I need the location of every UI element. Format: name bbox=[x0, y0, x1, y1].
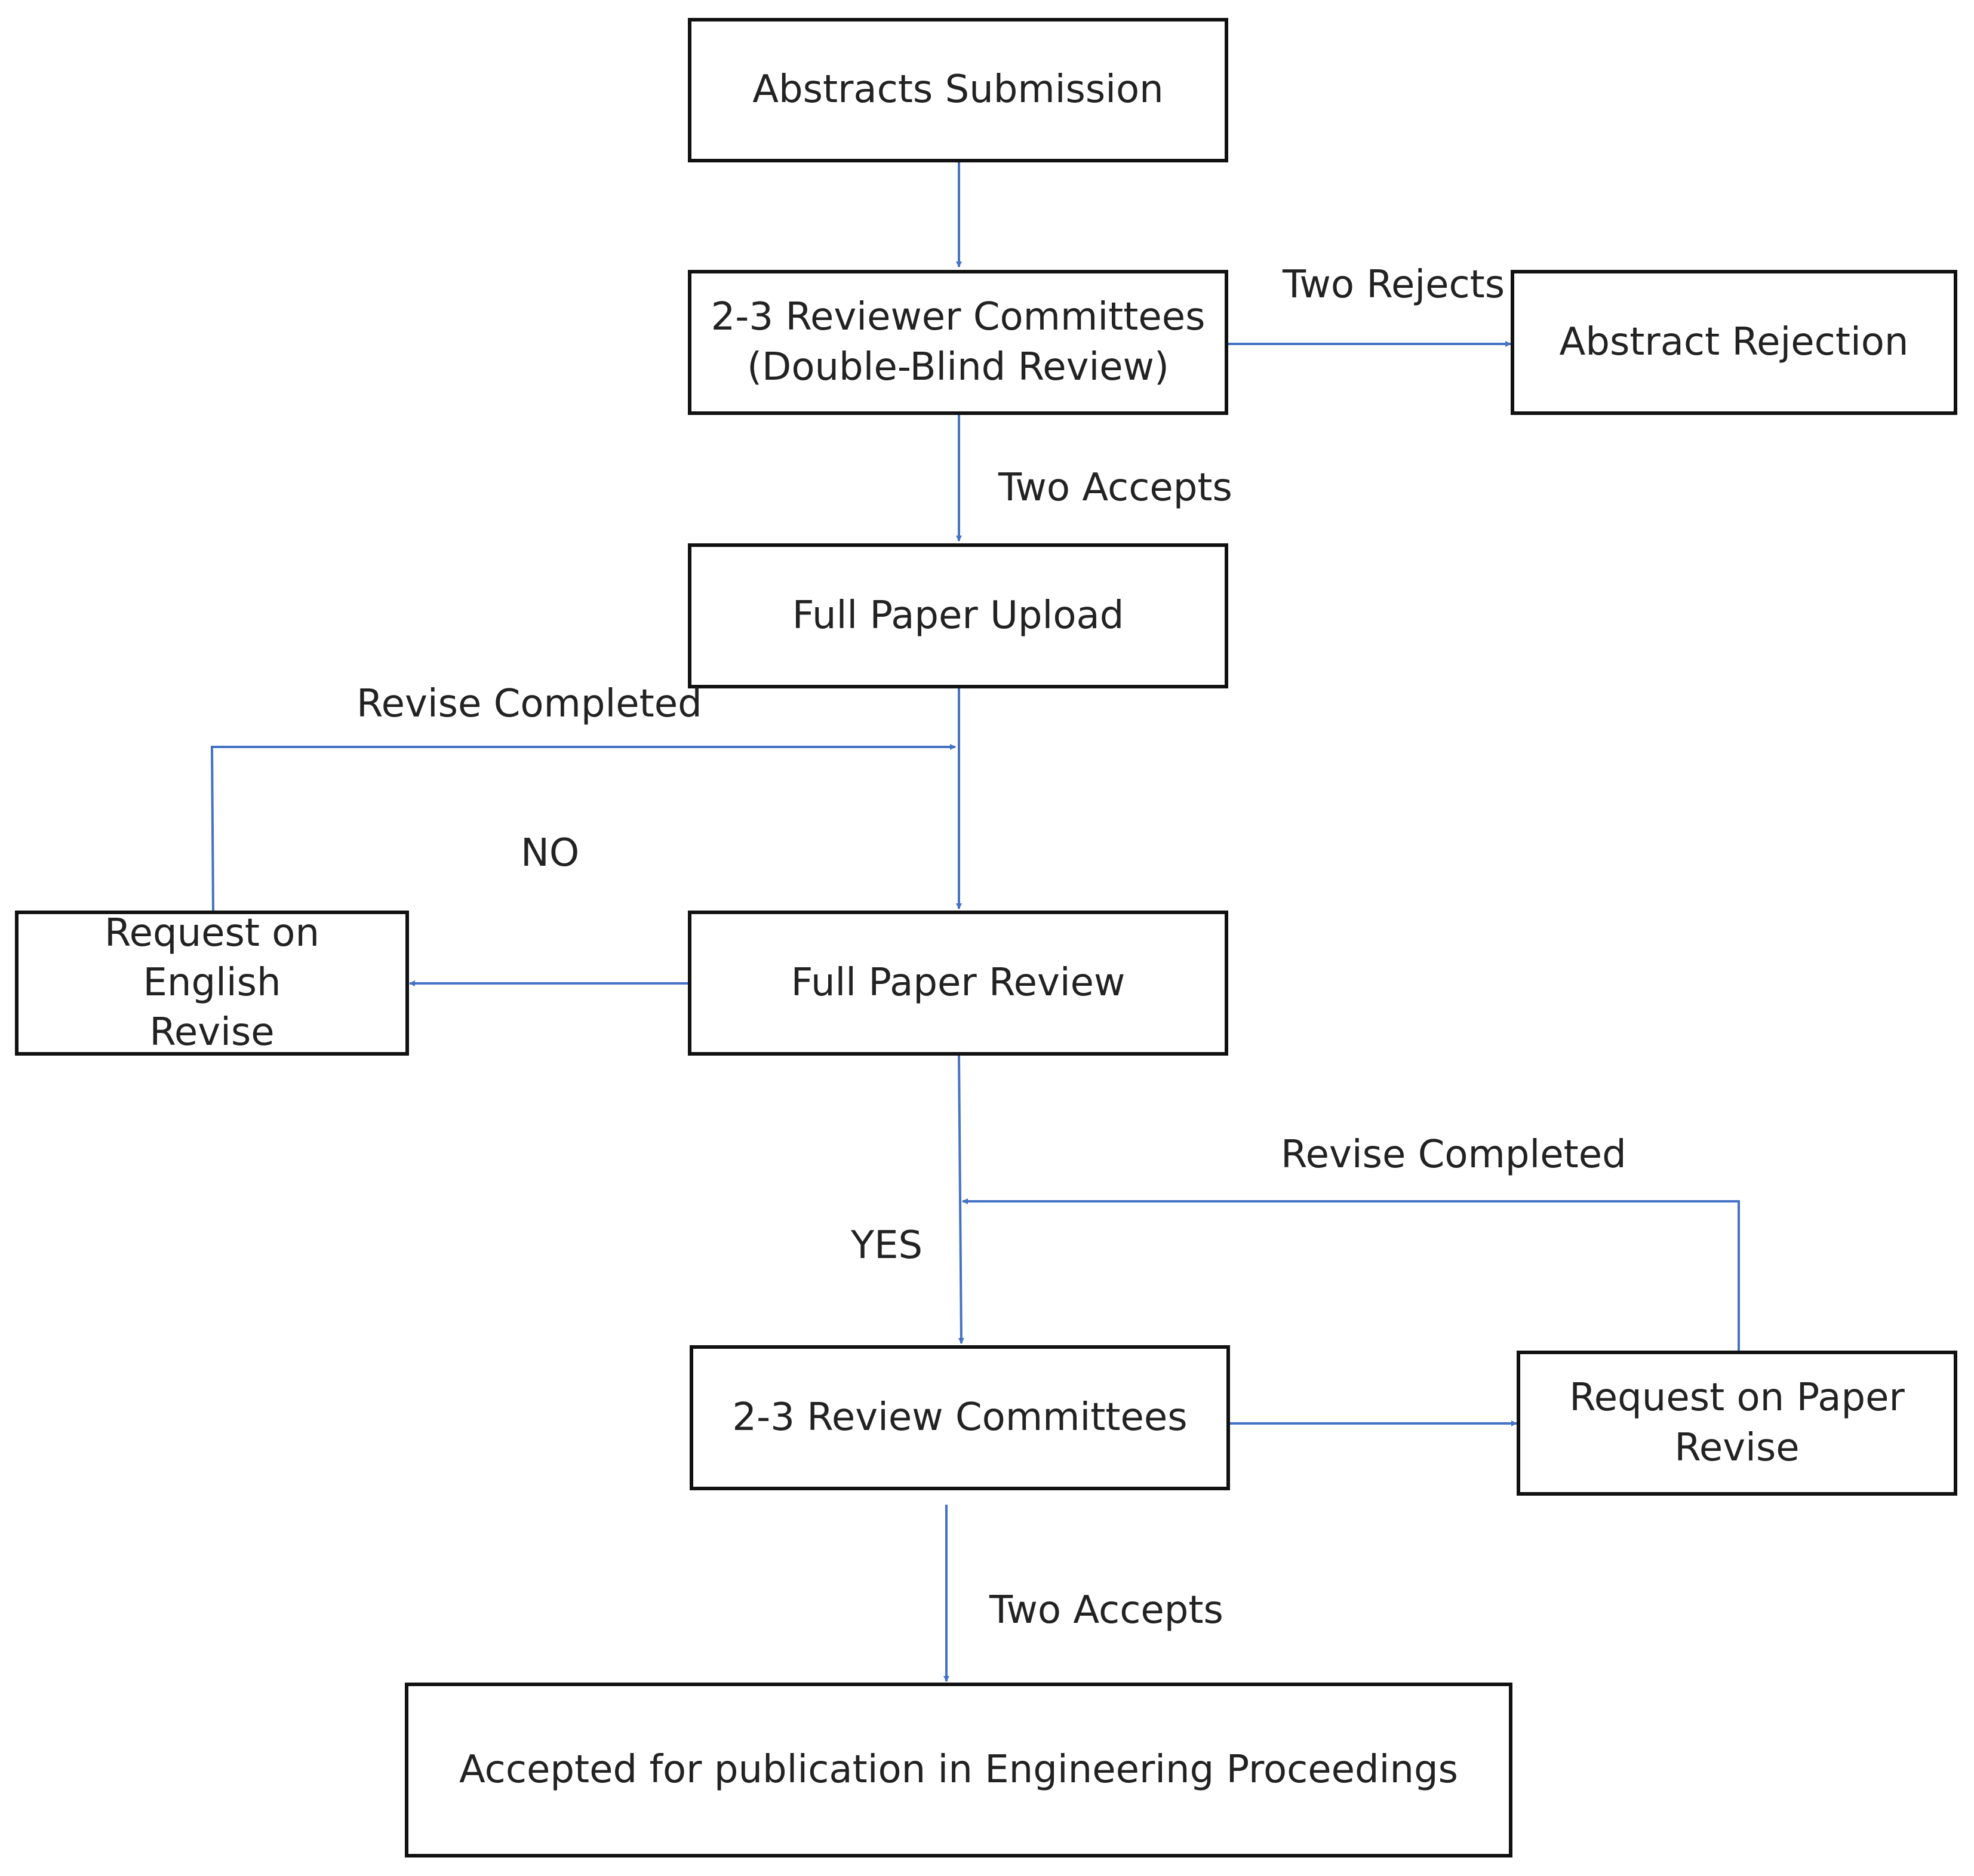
node-accepted-for-publication-label: Accepted for publication in Engineering … bbox=[459, 1747, 1458, 1792]
node-full-paper-upload: Full Paper Upload bbox=[688, 543, 1228, 688]
node-review-committees-label: 2-3 Review Committees bbox=[732, 1395, 1188, 1440]
node-full-paper-review: Full Paper Review bbox=[688, 911, 1228, 1056]
edge-label-two-rejects: Two Rejects bbox=[1283, 263, 1505, 307]
node-reviewer-committees: 2-3 Reviewer Committees (Double-Blind Re… bbox=[688, 270, 1228, 415]
node-reviewer-committees-line2: (Double-Blind Review) bbox=[747, 345, 1169, 389]
edge-label-revise-completed-paper: Revise Completed bbox=[1281, 1133, 1626, 1177]
arrow-review-to-committees bbox=[958, 1055, 964, 1344]
node-abstracts-submission: Abstracts Submission bbox=[688, 18, 1228, 162]
edge-label-no: NO bbox=[521, 831, 580, 875]
node-request-paper-revise-text: Request on Paper Revise bbox=[1569, 1373, 1905, 1472]
node-review-committees: 2-3 Review Committees bbox=[690, 1345, 1230, 1490]
node-reviewer-committees-line1: 2-3 Reviewer Committees bbox=[711, 295, 1206, 340]
edge-label-two-accepts-first: Two Accepts bbox=[998, 466, 1232, 510]
node-request-paper-revise-line1: Request on Paper bbox=[1569, 1376, 1905, 1420]
edge-label-revise-completed-english: Revise Completed bbox=[356, 682, 702, 726]
node-abstract-rejection-label: Abstract Rejection bbox=[1559, 319, 1909, 364]
node-reviewer-committees-text: 2-3 Reviewer Committees (Double-Blind Re… bbox=[711, 293, 1206, 392]
node-full-paper-review-label: Full Paper Review bbox=[791, 960, 1126, 1005]
node-abstracts-submission-label: Abstracts Submission bbox=[752, 67, 1164, 112]
node-request-english-revise-line1: Request on English bbox=[104, 911, 320, 1005]
node-full-paper-upload-label: Full Paper Upload bbox=[792, 593, 1124, 638]
node-request-english-revise-text: Request on English Revise bbox=[30, 909, 393, 1058]
edge-label-two-accepts-final: Two Accepts bbox=[989, 1588, 1223, 1632]
arrow-paper-revise-loop bbox=[962, 1198, 1740, 1351]
node-request-paper-revise-line2: Revise bbox=[1674, 1425, 1800, 1470]
edge-label-yes: YES bbox=[851, 1223, 923, 1268]
node-request-paper-revise: Request on Paper Revise bbox=[1517, 1351, 1957, 1496]
node-request-english-revise-line2: Revise bbox=[149, 1010, 275, 1055]
node-accepted-for-publication: Accepted for publication in Engineering … bbox=[405, 1683, 1512, 1857]
node-request-english-revise: Request on English Revise bbox=[15, 911, 409, 1056]
arrow-english-revise-loop bbox=[210, 744, 956, 911]
node-abstract-rejection: Abstract Rejection bbox=[1511, 270, 1957, 415]
